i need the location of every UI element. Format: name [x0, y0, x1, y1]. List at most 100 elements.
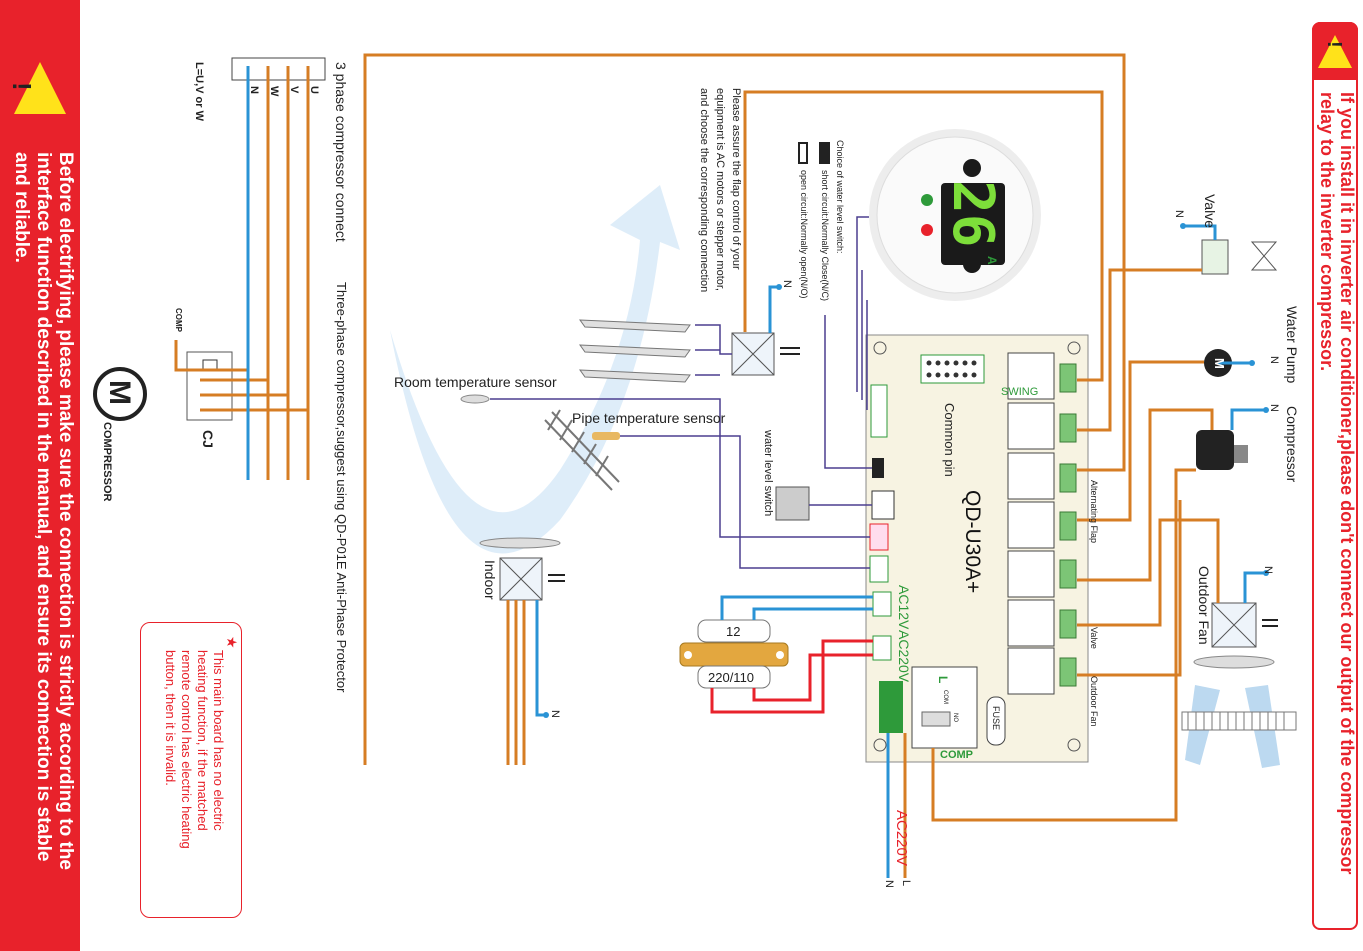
fuse-label: FUSE	[991, 706, 1001, 731]
comp-wire-label: COMP	[174, 308, 183, 332]
relay-label-outdoor-fan: Outdoor Fan	[1089, 676, 1099, 727]
ac220v-connector	[872, 635, 892, 661]
warning-triangle-icon	[14, 62, 66, 114]
indoor-label: Indoor	[482, 560, 498, 600]
transformer-primary: 220/110	[708, 670, 755, 685]
flap-louvres	[578, 319, 691, 383]
comp-relay-pins	[921, 711, 951, 727]
luvw-label: L=U,V or W	[193, 62, 205, 121]
comp-relay-no: NO	[952, 713, 958, 722]
valve-coil	[1201, 239, 1229, 275]
note-line-3: remote control has electric heating	[179, 650, 194, 849]
water-pump-label: Water Pump	[1284, 306, 1300, 384]
pipe-sensor-connector	[869, 555, 889, 583]
water-switch-open: open circuit:Normally open(N/O)	[799, 170, 809, 299]
comp-label: COMP	[940, 749, 973, 761]
flap-note-line-3: and choose the corresponding connection	[698, 88, 710, 293]
indoor-fan-blade	[479, 537, 561, 549]
transformer-top	[697, 619, 771, 643]
power-live: L	[900, 880, 912, 887]
warning-triangle-icon-right	[1318, 35, 1352, 68]
note-line-4: button, then it is invalid.	[163, 650, 178, 786]
note-line-2: heating function, if the matched	[195, 650, 210, 831]
note-box	[140, 622, 242, 918]
terminal-u: U	[308, 86, 320, 94]
led-red	[921, 224, 933, 236]
warning-icon-mark: !	[7, 82, 37, 91]
terminal-v: V	[288, 86, 300, 94]
display-mode-letter: A	[985, 256, 999, 265]
swing-label: SWING	[1001, 386, 1039, 398]
relay-terminals	[1059, 363, 1077, 687]
outdoor-fan-blade	[1193, 655, 1275, 669]
compressor-connect-label: 3 phase compressor connect	[333, 62, 349, 242]
common-pin-label: Common pin	[942, 403, 957, 477]
room-sensor-connector	[869, 523, 889, 551]
relay-label-alternating-flap: Alternating Flap	[1089, 480, 1099, 544]
ac12v-label: AC12V	[896, 585, 912, 630]
swing-connector	[920, 354, 985, 384]
outdoor-fan-label: Outdoor Fan	[1196, 566, 1212, 645]
left-warning-line-2: interface function described in the manu…	[33, 152, 54, 862]
valve-label: Valve	[1202, 194, 1218, 228]
flap-note-line-1: Please assure the flap control of your	[730, 88, 742, 270]
flap-neutral: N	[781, 280, 793, 288]
airflow-arrow	[390, 185, 680, 554]
water-switch-title: Choice of water level switch:	[835, 140, 845, 254]
compressor-suggest-label: Three-phase compressor,suggest using QD-…	[334, 282, 349, 693]
motor-name: COMPRESSOR	[101, 422, 113, 502]
motor-symbol	[93, 367, 147, 421]
jumper-open-icon	[798, 142, 808, 164]
indoor-neutral: N	[549, 710, 561, 718]
pipe-coil	[544, 409, 620, 491]
water-pump-motor-letter: M	[1212, 358, 1227, 369]
ac12v-connector	[872, 591, 892, 617]
outdoor-coil	[1181, 711, 1297, 731]
left-warning-band	[0, 0, 80, 951]
contactor-label: CJ	[200, 430, 216, 448]
power-neutral: N	[883, 880, 895, 888]
display-connector	[870, 384, 888, 438]
display-temperature: 26	[940, 180, 1005, 248]
warning-icon-mark-right: !	[1323, 41, 1345, 48]
ir-receiver	[963, 255, 981, 273]
jumper-short-icon	[819, 142, 830, 164]
terminal-n: N	[248, 86, 260, 94]
left-warning-line-3: and reliable.	[11, 152, 32, 263]
right-warning-line-2: relay to the inverter compressor.	[1317, 92, 1337, 372]
water-jumper	[872, 458, 884, 478]
ir-receiver	[963, 159, 981, 177]
terminal-w: W	[268, 86, 280, 97]
outdoor-fan-neutral: N	[1262, 566, 1274, 574]
water-level-switch-label: water level switch	[762, 430, 774, 517]
board-hole	[1067, 341, 1081, 355]
relay-blocks	[1007, 352, 1055, 695]
terminal-strip	[231, 57, 326, 81]
transformer-bottom	[697, 665, 771, 689]
comp-relay-com: COM	[942, 690, 948, 704]
compressor-body	[1196, 430, 1234, 470]
power-terminal	[879, 681, 903, 733]
board-hole	[873, 738, 887, 752]
water-connector	[871, 490, 895, 520]
fuse	[986, 696, 1006, 746]
relay-label-valve: Valve	[1089, 627, 1099, 649]
transformer-core	[679, 642, 789, 667]
motor-letter: M	[103, 380, 136, 405]
board-hole	[873, 341, 887, 355]
power-ac220v-label: AC220V	[893, 810, 910, 866]
compressor-load-label: Compressor	[1284, 406, 1300, 483]
led-green	[921, 194, 933, 206]
comp-relay-l: L	[936, 676, 950, 684]
room-sensor-label: Room temperature sensor	[394, 374, 557, 390]
pipe-sensor-label: Pipe temperature sensor	[572, 410, 726, 426]
note-line-1: This main board has no electric	[211, 650, 226, 831]
board-model: QD-U30A+	[961, 490, 984, 594]
ac220v-label: AC220V	[896, 630, 912, 683]
compressor-neutral: N	[1268, 404, 1280, 412]
pipe-sensor	[592, 432, 620, 440]
water-switch-short: short circuit:Normally Close(N/C)	[820, 170, 830, 302]
note-star-icon: ★	[224, 636, 240, 649]
flap-note-line-2: equipment is AC motors or stepper motor,	[714, 88, 726, 291]
